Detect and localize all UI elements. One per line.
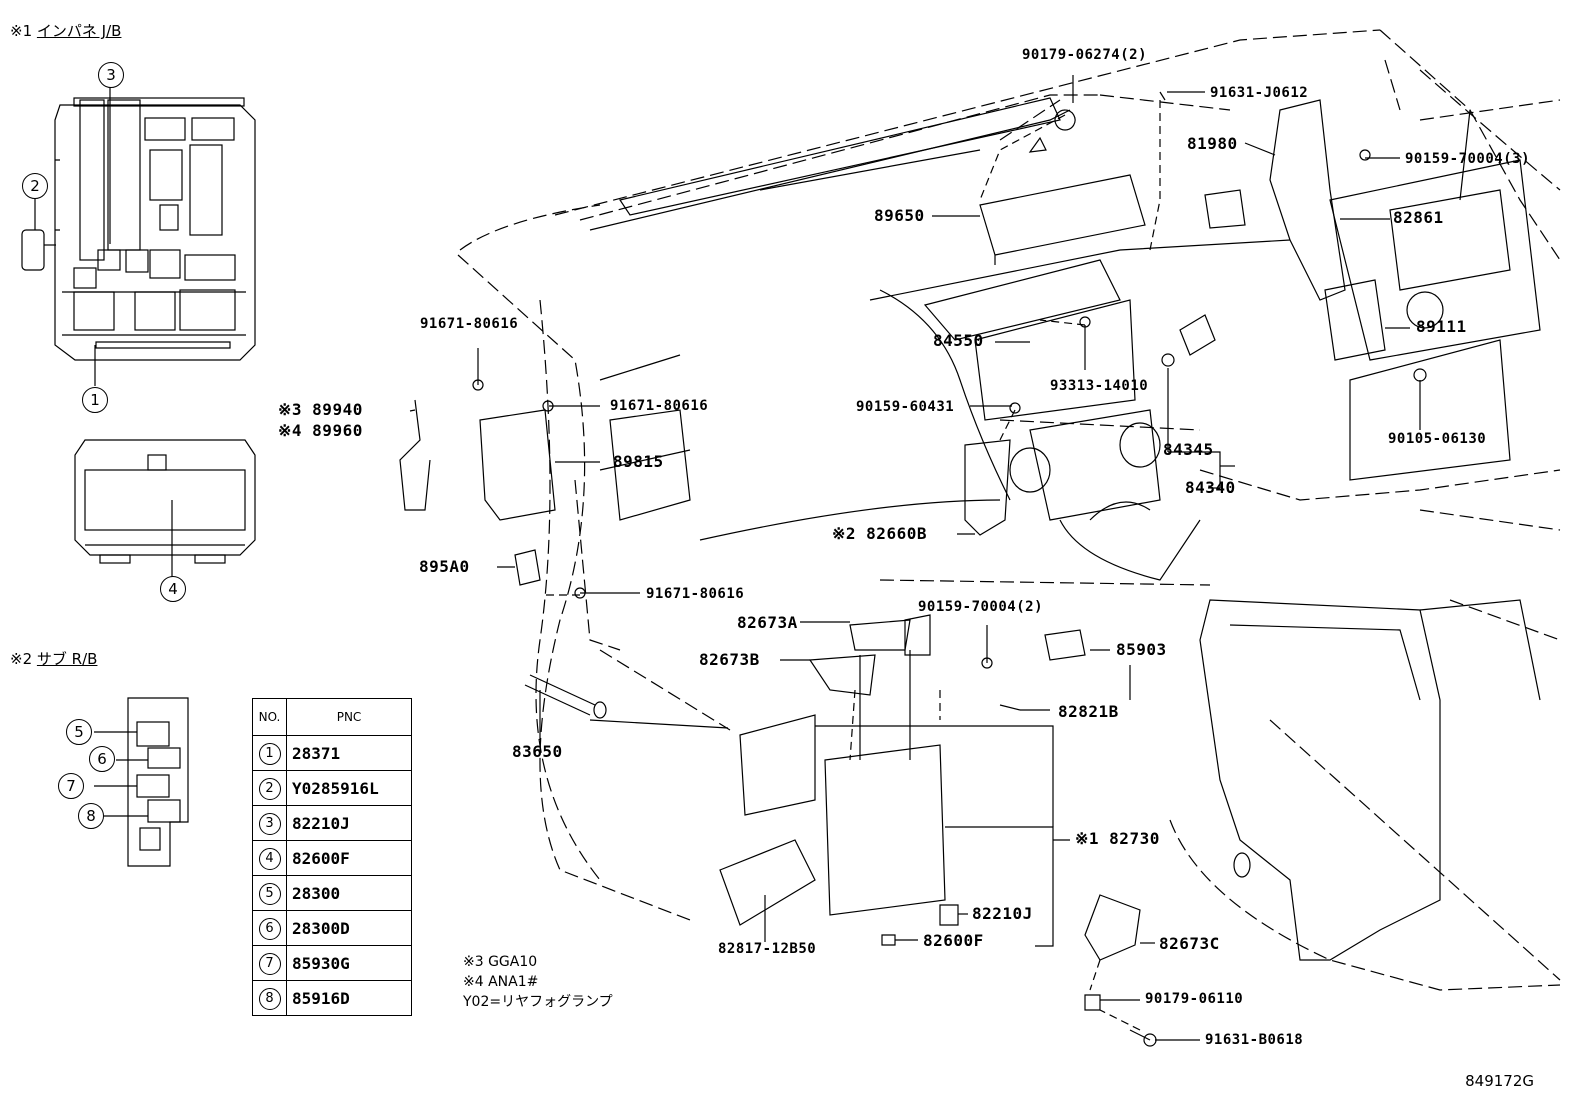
part-label: 82673B <box>699 650 760 669</box>
note-line: ※3 GGA10 <box>463 954 538 970</box>
row-pnc: 82600F <box>286 840 412 876</box>
note-line: ※4 ANA1# <box>463 974 539 990</box>
part-label: 93313-14010 <box>1050 378 1149 394</box>
part-label: 90105-06130 <box>1388 431 1487 447</box>
rb-mark: ※2 <box>10 650 33 668</box>
row-pnc: 82210J <box>286 805 412 841</box>
callout-6: 6 <box>89 746 115 772</box>
part-label: 91671-80616 <box>420 316 519 332</box>
part-label: 82673C <box>1159 934 1220 953</box>
part-label: 84345 <box>1163 440 1214 459</box>
part-label: 91671-80616 <box>646 586 745 602</box>
row-number: 2 <box>258 777 281 800</box>
row-number: 6 <box>258 917 281 940</box>
row-pnc: 28371 <box>286 735 412 771</box>
part-label: 82673A <box>737 613 798 632</box>
row-number: 8 <box>258 987 281 1010</box>
note-line: Y02=リヤフォグランプ <box>463 994 613 1010</box>
part-label: 82600F <box>923 931 984 950</box>
part-label: ※4 89960 <box>278 421 363 440</box>
row-number: 4 <box>258 847 281 870</box>
rb-inset-header: ※2 サブ R/B <box>10 650 97 668</box>
part-label: 82817-12B50 <box>718 941 817 957</box>
leader-lines <box>409 75 1421 1041</box>
callout-5: 5 <box>66 719 92 745</box>
part-label: ※2 82660B <box>832 524 927 543</box>
part-label: 89111 <box>1416 317 1467 336</box>
part-label: 90159-70004(3) <box>1405 151 1531 167</box>
dashboard-outline <box>457 29 1561 991</box>
jb-title: インパネ J/B <box>36 22 122 40</box>
parts-drawings <box>399 91 1427 1047</box>
jb-inset-drawing <box>21 84 256 386</box>
diagram-code: 849172G <box>1465 1072 1534 1090</box>
part-label: 90159-70004(2) <box>918 599 1044 615</box>
callout-8: 8 <box>78 803 104 829</box>
callout-2: 2 <box>22 173 48 199</box>
table-header-pnc: PNC <box>286 698 412 736</box>
row-number: 7 <box>258 952 281 975</box>
row-number: 5 <box>258 882 281 905</box>
part-label: 91631-J0612 <box>1210 85 1309 101</box>
callout-1: 1 <box>82 387 108 413</box>
part-label: 91671-80616 <box>610 398 709 414</box>
callout-4: 4 <box>160 576 186 602</box>
part-label: 84340 <box>1185 478 1236 497</box>
part-label: 83650 <box>512 742 563 761</box>
part-label: 89650 <box>874 206 925 225</box>
part-label: 82861 <box>1393 208 1444 227</box>
part-label: 90179-06110 <box>1145 991 1244 1007</box>
row-pnc: 85916D <box>286 980 412 1016</box>
row-number: 3 <box>258 812 281 835</box>
part-label: 91631-B0618 <box>1205 1032 1304 1048</box>
part-label: 84550 <box>933 331 984 350</box>
leader-dashed <box>545 100 1161 1031</box>
callout-7: 7 <box>58 773 84 799</box>
part-label: 90159-60431 <box>856 399 955 415</box>
row-pnc: 85930G <box>286 945 412 981</box>
row-pnc: 28300D <box>286 910 412 946</box>
dashboard-body <box>589 97 1541 961</box>
notes: ※3 GGA10 ※4 ANA1# Y02=リヤフォグランプ <box>463 952 613 1012</box>
table-header-no: NO. <box>252 698 287 736</box>
table-header-row: NO. PNC <box>252 698 412 736</box>
jb-mark: ※1 <box>10 22 33 40</box>
jb-inset-header: ※1 インパネ J/B <box>10 22 121 40</box>
callout-3: 3 <box>98 62 124 88</box>
part-label: ※3 89940 <box>278 400 363 419</box>
part-label: ※1 82730 <box>1075 829 1160 848</box>
row-number: 1 <box>258 742 281 765</box>
row-pnc: Y0285916L <box>286 770 412 806</box>
row-pnc: 28300 <box>286 875 412 911</box>
part-label: 895A0 <box>419 557 470 576</box>
part-label: 85903 <box>1116 640 1167 659</box>
rb-title: サブ R/B <box>36 650 98 668</box>
part-label: 90179-06274(2) <box>1022 47 1148 63</box>
part-label: 82210J <box>972 904 1033 923</box>
part-label: 89815 <box>613 452 664 471</box>
rb-inset-drawing <box>94 697 189 867</box>
part-label: 81980 <box>1187 134 1238 153</box>
part-label: 82821B <box>1058 702 1119 721</box>
connector-inset-drawing <box>74 439 256 578</box>
